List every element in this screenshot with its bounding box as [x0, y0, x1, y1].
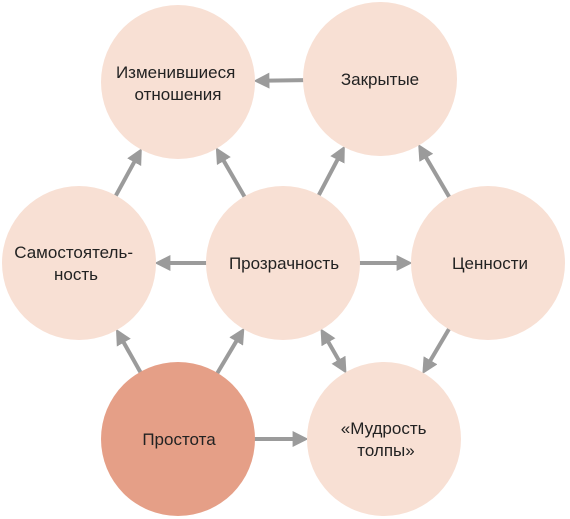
node-values-label: Ценности — [452, 254, 528, 273]
arrow-closed-to-changed-relations — [253, 72, 306, 89]
arrow-transparency-to-wisdom-of-crowd — [320, 328, 347, 374]
node-simplicity-circle — [101, 362, 255, 516]
node-independence-circle — [2, 186, 156, 340]
node-independence-label: Самостоятель- ность — [14, 243, 137, 284]
node-values: Ценности — [411, 186, 565, 340]
node-changed-relations-circle — [101, 5, 255, 159]
arrow-transparency-to-closed — [316, 145, 345, 198]
node-wisdom-of-crowd-label: «Мудрость толпы» — [341, 419, 431, 460]
arrow-transparency-to-changed-relations — [215, 147, 248, 200]
node-simplicity-label: Простота — [142, 430, 216, 449]
node-wisdom-of-crowd: «Мудрость толпы» — [307, 362, 461, 516]
node-transparency: Прозрачность — [206, 186, 360, 340]
edges — [113, 72, 452, 447]
arrow-independence-to-changed-relations — [113, 148, 142, 199]
node-independence: Самостоятель- ность — [2, 186, 156, 340]
node-transparency-circle — [206, 186, 360, 340]
node-transparency-label: Прозрачность — [229, 254, 339, 273]
node-simplicity: Простота — [101, 362, 255, 516]
arrow-simplicity-to-independence — [115, 328, 143, 375]
node-changed-relations: Изменившиеся отношения — [101, 5, 255, 159]
arrow-simplicity-to-transparency — [214, 327, 245, 376]
node-wisdom-of-crowd-circle — [307, 362, 461, 516]
node-changed-relations-label: Изменившиеся отношения — [116, 63, 240, 104]
node-closed-circle — [303, 2, 457, 156]
arrow-values-to-wisdom-of-crowd — [422, 326, 452, 375]
node-values-circle — [411, 186, 565, 340]
node-closed: Закрытые — [303, 2, 457, 156]
arrow-values-to-closed — [418, 144, 452, 200]
node-closed-label: Закрытые — [341, 70, 419, 89]
